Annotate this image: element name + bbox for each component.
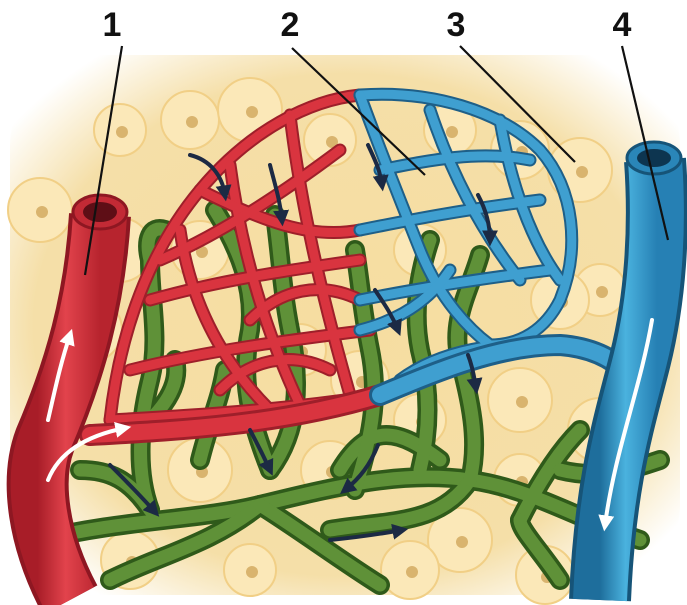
cell-nucleus (456, 536, 468, 548)
cell-nucleus (576, 166, 588, 178)
cell-nucleus (446, 126, 458, 138)
cell-nucleus (596, 286, 608, 298)
cell-nucleus (246, 566, 258, 578)
cell-nucleus (186, 116, 198, 128)
label-3: 3 (447, 6, 466, 44)
label-1: 1 (103, 6, 122, 44)
cell-nucleus (516, 396, 528, 408)
label-4: 4 (613, 6, 632, 44)
label-2: 2 (281, 6, 300, 44)
cell-nucleus (246, 106, 258, 118)
cell-nucleus (406, 566, 418, 578)
cell-nucleus (116, 126, 128, 138)
cell-nucleus (36, 206, 48, 218)
